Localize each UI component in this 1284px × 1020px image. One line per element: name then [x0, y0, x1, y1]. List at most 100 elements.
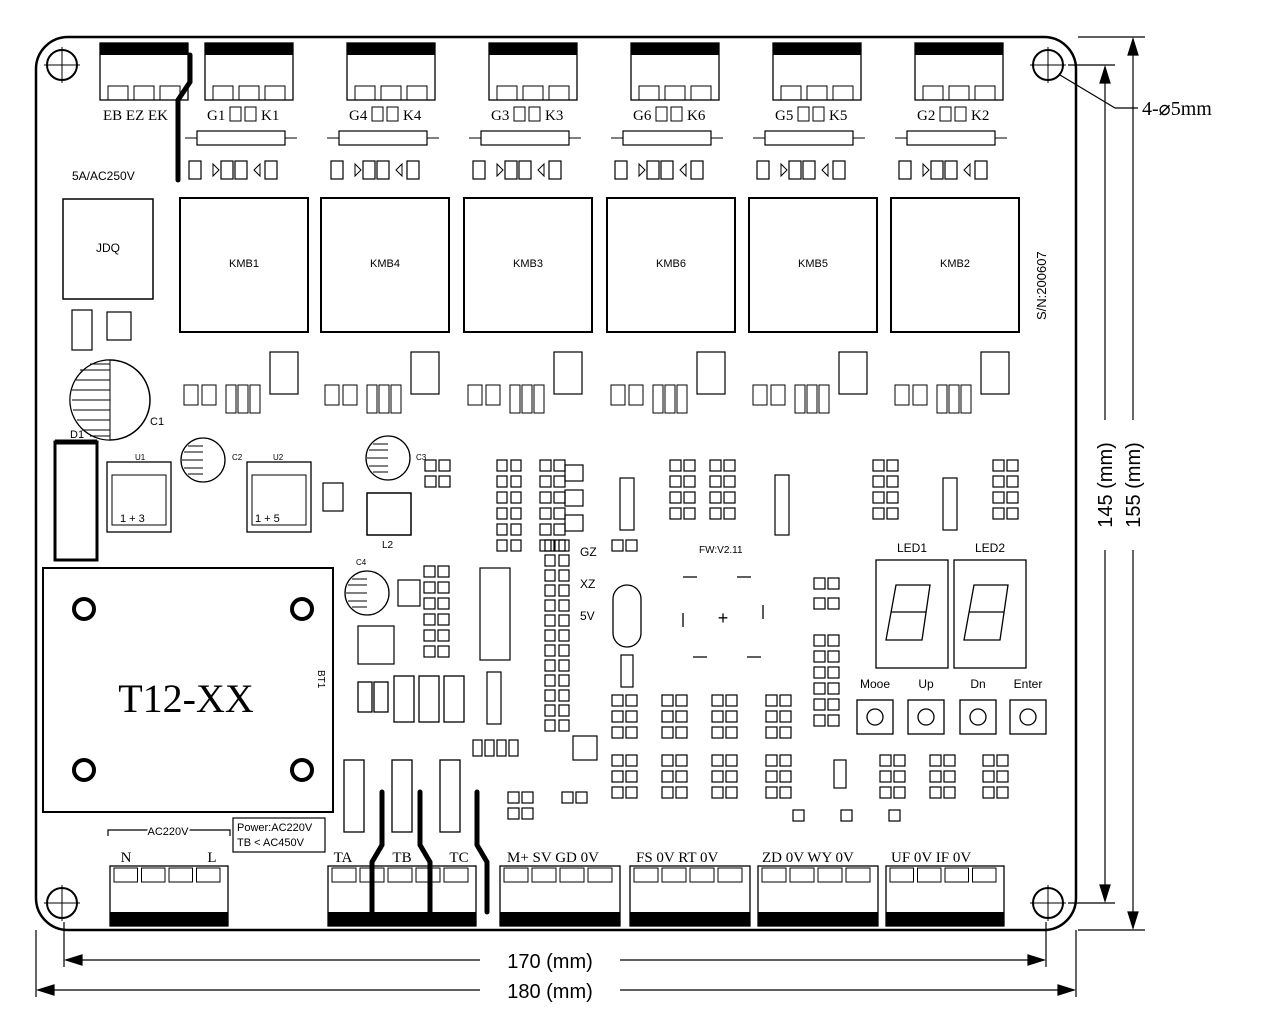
transformer-label: T12-XX: [118, 676, 254, 721]
power-note-line2: TB < AC450V: [237, 837, 305, 849]
hole-spec: 4-⌀5mm: [1142, 98, 1212, 120]
c4-label: C4: [356, 558, 367, 567]
dim-outer-width: 180 (mm): [507, 981, 593, 1003]
inductor-l2: [366, 492, 412, 536]
u2-label: U2: [273, 453, 284, 462]
firmware-label: FW:V2.11: [699, 545, 743, 556]
signal-connector-4: [885, 865, 1005, 927]
top-connector-2: G4 K4: [327, 42, 439, 180]
k-label: K6: [687, 108, 706, 124]
k-label: K4: [403, 108, 422, 124]
ac-bracket: [107, 829, 231, 836]
c3-label: C3: [416, 453, 427, 462]
capacitor-c3: C3: [365, 435, 427, 481]
board-outline: [34, 35, 1078, 932]
power-pin-tb: TB: [392, 850, 411, 866]
dim-outer-height: 155 (mm): [1123, 442, 1145, 528]
button-label: Enter: [1014, 677, 1043, 691]
regulator-u1: U1 1 + 3: [106, 453, 172, 533]
kmb-label: KMB3: [513, 258, 543, 270]
top-connector-1: G1 K1: [185, 42, 297, 180]
fivev-label: 5V: [580, 609, 595, 623]
fuse-rating: 5A/AC250V: [72, 169, 135, 183]
signal-connector-1: [499, 865, 621, 927]
signal-group-1: M+ SV GD 0V: [507, 850, 599, 866]
dim-inner-height-bg: [1092, 420, 1118, 550]
encoder-pin-labels: EB EZ EK: [103, 108, 168, 124]
jdq-relay-label: JDQ: [96, 241, 120, 255]
led1-label: LED1: [897, 541, 927, 555]
dim-inner-width: 170 (mm): [507, 951, 593, 973]
gz-label: GZ: [580, 545, 597, 559]
power-note-line1: Power:AC220V: [237, 822, 313, 834]
encoder-connector: EB EZ EK: [99, 42, 189, 124]
k-label: K3: [545, 108, 563, 124]
button-mooe[interactable]: Mooe: [856, 677, 894, 735]
capacitor-c4: C4: [344, 558, 390, 616]
trimmer-group: [343, 675, 465, 833]
signal-group-2: FS 0V RT 0V: [636, 850, 718, 866]
ac-pin-l: L: [207, 850, 216, 866]
dim-inner-height: 145 (mm): [1095, 442, 1117, 528]
u1-pins: 1 + 3: [120, 513, 145, 525]
signal-group-4: UF 0V IF 0V: [891, 850, 971, 866]
capacitor-c2: C2: [180, 437, 243, 483]
svg-text:+: +: [718, 608, 729, 628]
button-up[interactable]: Up: [907, 677, 945, 735]
crystal: [612, 584, 642, 648]
kmb-block-2: KMB4: [320, 197, 450, 414]
ac220v-label: AC220V: [148, 826, 190, 838]
gate-label: G6: [633, 108, 652, 124]
gate-label: G3: [491, 108, 509, 124]
gate-label: G4: [349, 108, 368, 124]
kmb-label: KMB2: [940, 258, 970, 270]
kmb-block-3: KMB3: [463, 197, 593, 414]
kmb-block-6: KMB2: [890, 197, 1020, 414]
capacitor-c1: C1: [69, 359, 164, 441]
bottom-connector-row: N L TA TB TC M+ SV GD 0V FS 0V RT 0V ZD 0V WY 0…: [109, 850, 1005, 927]
button-enter[interactable]: Enter: [1009, 677, 1047, 735]
kmb-label: KMB5: [798, 258, 828, 270]
u2-pins: 1 + 5: [255, 513, 280, 525]
kmb-label: KMB1: [229, 258, 259, 270]
signal-connector-2: [629, 865, 751, 927]
jq-component: [71, 309, 93, 351]
k-label: K5: [829, 108, 847, 124]
signal-connector-3: [757, 865, 879, 927]
power-pin-ta: TA: [334, 850, 353, 866]
button-dn[interactable]: Dn: [959, 677, 997, 735]
c1-label: C1: [150, 416, 164, 428]
gate-label: G2: [917, 108, 935, 124]
led2-label: LED2: [975, 541, 1005, 555]
d1-label: D1: [70, 429, 84, 441]
serial-number: S/N:200607: [1034, 251, 1049, 320]
gate-label: G1: [207, 108, 225, 124]
button-label: Mooe: [860, 677, 890, 691]
power-pin-tc: TC: [449, 850, 468, 866]
mcu-u9: +: [682, 576, 764, 658]
top-connector-3: G3 K3: [469, 42, 581, 180]
power-bus-wires: [175, 52, 490, 915]
button-label: Up: [918, 677, 934, 691]
dim-inner-width-bg: [480, 948, 620, 972]
u3-component: [357, 625, 395, 665]
led2-display: [953, 559, 1027, 669]
k-label: K1: [261, 108, 279, 124]
top-connector-4: G6 K6: [611, 42, 723, 180]
rectifier-d1: D1: [53, 429, 99, 562]
kmb-relay-row: KMB1 KMB4 KMB3 KMB6 KMB5 KMB2: [179, 197, 1020, 414]
kmb-block-1: KMB1: [179, 197, 309, 414]
signal-group-3: ZD 0V WY 0V: [762, 850, 854, 866]
dim-outer-height-bg: [1120, 420, 1146, 550]
l2-label: L2: [382, 540, 394, 551]
mounting-holes: [44, 47, 1066, 921]
d2-component: [397, 579, 421, 607]
ac-pin-n: N: [121, 850, 132, 866]
kmb-block-4: KMB6: [606, 197, 736, 414]
transformer-t12: T12-XX BT1: [42, 567, 334, 813]
button-label: Dn: [970, 677, 985, 691]
